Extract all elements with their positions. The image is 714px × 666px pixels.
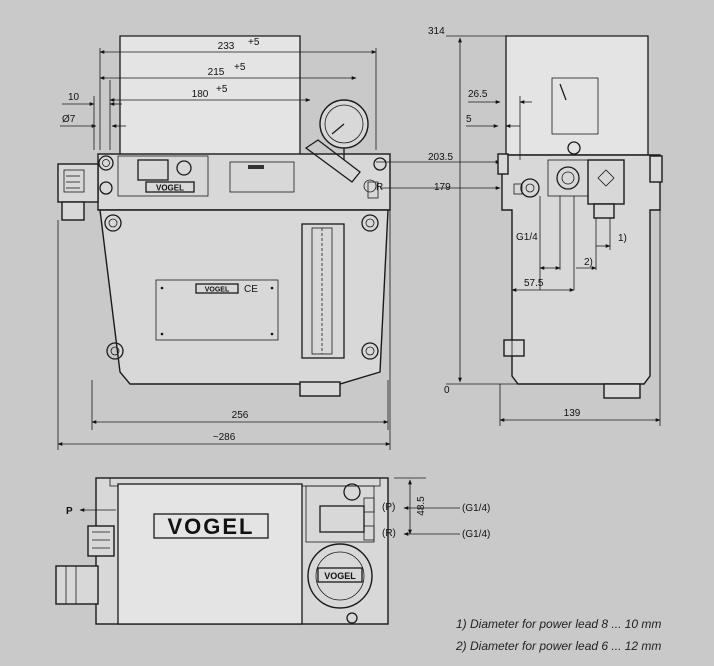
thread-label-2: (G1/4) [462, 529, 490, 540]
type-label [229, 161, 295, 193]
side-label [551, 77, 599, 135]
thread-label-1: (G1/4) [462, 503, 490, 514]
mounting-holes [98, 155, 379, 360]
top-gauge [307, 543, 373, 609]
dim-7-diameter: Ø7 [62, 114, 76, 125]
dim-139: 139 [564, 408, 581, 419]
control-panel [117, 155, 209, 197]
sight-glass [301, 223, 345, 359]
dim-179: 179 [434, 182, 451, 193]
brand-text-small: VOGEL [156, 184, 184, 193]
note-ref-1: 1) [618, 233, 627, 244]
top-valve-block [319, 505, 365, 533]
plate-screws [160, 286, 274, 336]
push-button [176, 160, 192, 176]
reservoir-body [99, 209, 389, 385]
top-brand-box [153, 513, 269, 539]
top-port-r-paren: (R) [382, 528, 396, 539]
brand-label-small [145, 181, 195, 193]
thread-g1-4: G1/4 [516, 232, 538, 243]
relief-valve [304, 139, 361, 183]
note-ref-2: 2) [584, 257, 593, 268]
side-body [501, 154, 661, 385]
dim-203-5: 203.5 [428, 152, 453, 163]
plate-brand-text: VOGEL [205, 287, 230, 294]
dim-233-tolerance: +5 [248, 37, 260, 48]
front-view: VOGEL VOGEL CE [57, 35, 501, 450]
dim-10: 10 [68, 92, 80, 103]
dim-26-5: 26.5 [468, 89, 488, 100]
dim-215: 215 [208, 67, 225, 78]
top-view: VOGEL P VOGEL (P) (R) 48.5 (G1/4) (G1/4) [55, 477, 490, 625]
footnotes: 1) Diameter for power lead 8 ... 10 mm 2… [455, 617, 661, 653]
side-lid [505, 35, 649, 156]
top-lid [117, 483, 303, 625]
top-connector [55, 565, 99, 605]
top-port-p-paren: (P) [382, 502, 395, 513]
side-fitting [556, 166, 580, 190]
dim-180: 180 [192, 89, 209, 100]
return-port-label: R [376, 182, 383, 193]
dim-233: 233 [218, 41, 235, 52]
side-connector [587, 159, 625, 205]
side-view: 314 0 26.5 5 203.5 179 G1/4 2) 1) 57.5 1… [428, 26, 663, 426]
dim-57-5: 57.5 [524, 278, 544, 289]
dim-5: 5 [466, 114, 472, 125]
footnote-1: 1) Diameter for power lead 8 ... 10 mm [456, 617, 661, 631]
top-cable-gland [87, 525, 115, 557]
reservoir-lid [119, 35, 301, 156]
dim-286: ~286 [213, 432, 236, 443]
top-gauge-brand: VOGEL [324, 571, 356, 581]
name-plate [155, 279, 279, 341]
dim-0: 0 [444, 385, 450, 396]
footnote-2: 2) Diameter for power lead 6 ... 12 mm [455, 639, 661, 653]
drain-plug [299, 381, 341, 397]
top-port-p-label: P [66, 506, 73, 517]
dim-215-tolerance: +5 [234, 62, 246, 73]
display-window [137, 159, 169, 181]
ce-mark: CE [244, 284, 258, 295]
dim-48-5: 48.5 [416, 496, 427, 516]
dim-256: 256 [232, 410, 249, 421]
top-brand-text: VOGEL [167, 514, 254, 539]
dim-314: 314 [428, 26, 445, 37]
dim-180-tolerance: +5 [216, 84, 228, 95]
